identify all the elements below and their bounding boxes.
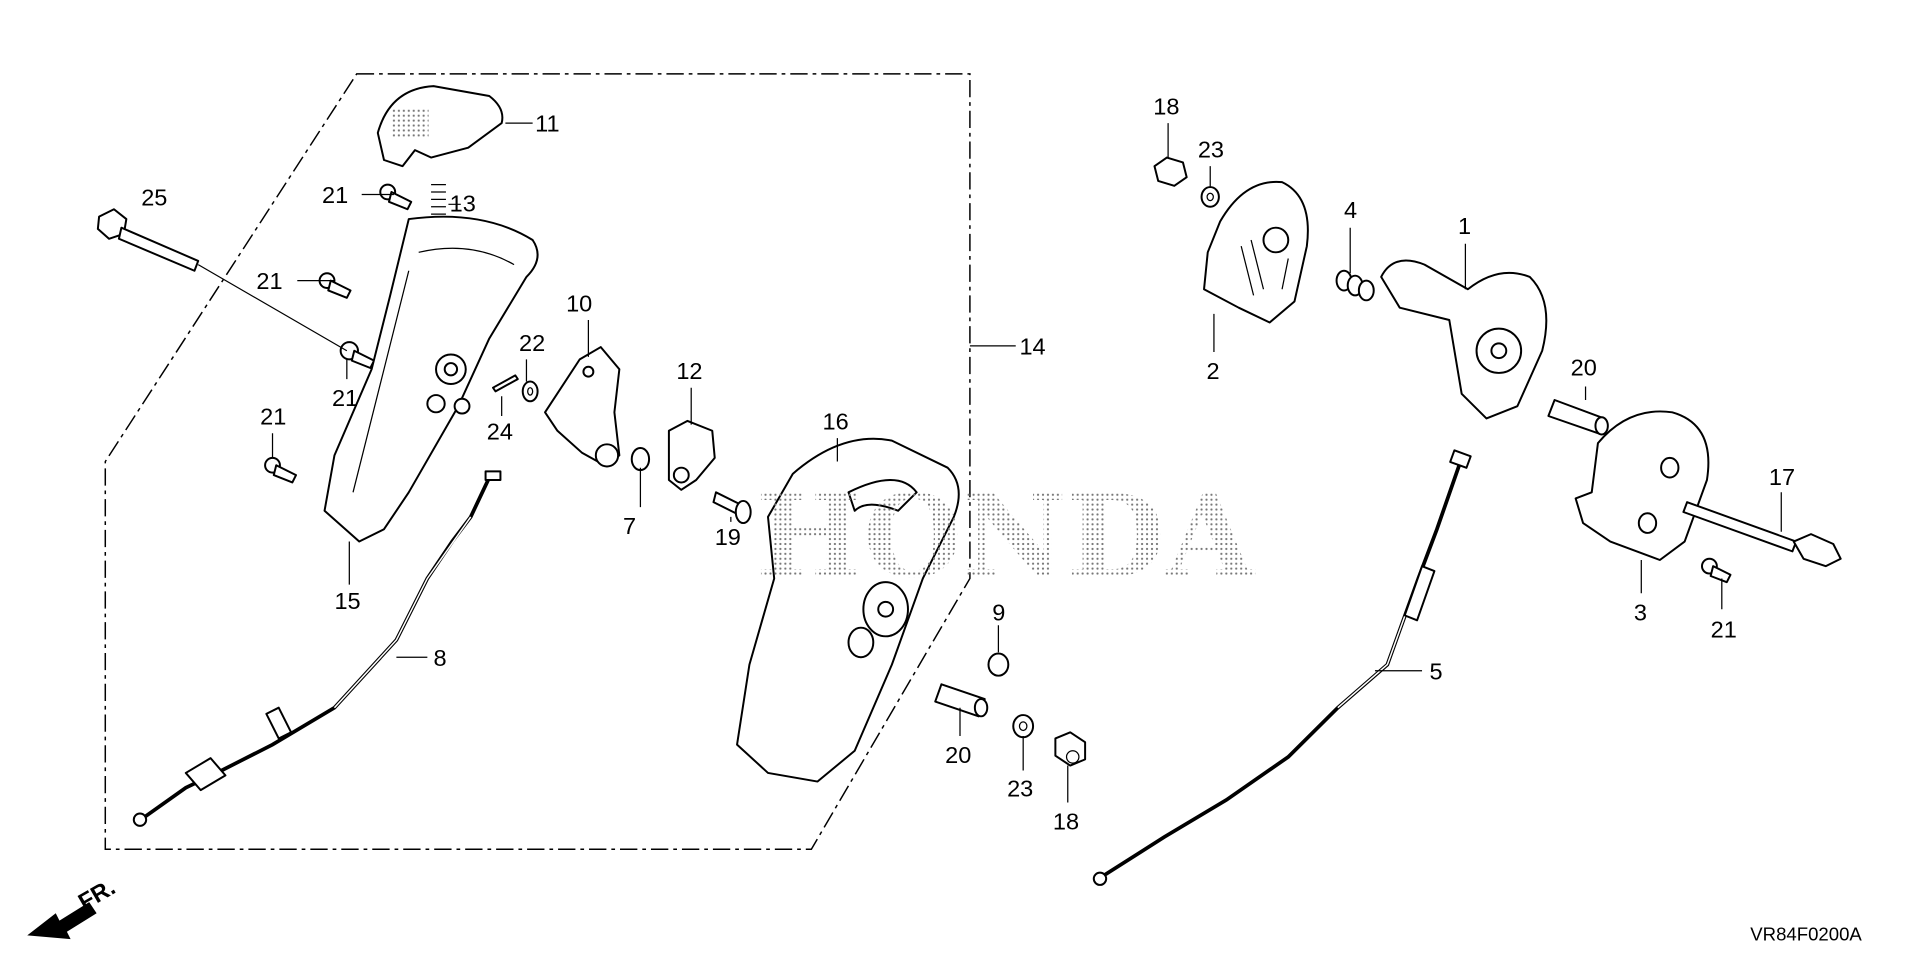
part-12-lever [667, 419, 716, 491]
callout-10: 10 [566, 290, 592, 316]
clip-9 [987, 652, 1010, 677]
callout-20: 20 [945, 742, 971, 768]
washer-23 [1012, 714, 1035, 739]
part-16-cover [736, 437, 960, 783]
callout-7: 7 [623, 513, 636, 539]
callout-23: 23 [1198, 137, 1224, 163]
callout-9: 9 [992, 599, 1005, 625]
nut-18 [1054, 731, 1087, 767]
callout-25: 25 [141, 185, 167, 211]
washer-22 [521, 380, 539, 403]
callout-21: 21 [1711, 617, 1737, 643]
callout-1: 1 [1458, 213, 1471, 239]
pin-20-right [1547, 399, 1609, 436]
callout-14: 14 [1019, 334, 1045, 360]
callout-23: 23 [1007, 775, 1033, 801]
part-1-knob [1380, 259, 1548, 420]
callout-15: 15 [334, 588, 360, 614]
callout-16: 16 [823, 409, 849, 435]
callout-21: 21 [260, 404, 286, 430]
nut-18-right [1153, 156, 1188, 187]
callout-18: 18 [1153, 94, 1179, 120]
callout-3: 3 [1634, 599, 1647, 625]
washer-23-right [1200, 186, 1220, 208]
callout-5: 5 [1429, 658, 1442, 684]
callout-13: 13 [450, 191, 476, 217]
front-arrow-icon [27, 902, 97, 940]
callout-21: 21 [332, 385, 358, 411]
callout-21: 21 [322, 182, 348, 208]
part-3-cover [1574, 410, 1710, 561]
callout-20: 20 [1571, 354, 1597, 380]
pin-20 [934, 683, 989, 718]
callout-11: 11 [535, 111, 559, 137]
part-11-cap [376, 85, 504, 168]
callout-labels: 11 21 13 25 21 21 21 22 10 24 12 14 7 19… [141, 94, 1795, 835]
part-2-plate [1203, 180, 1309, 324]
pin-19 [712, 491, 752, 525]
callout-12: 12 [676, 358, 702, 384]
screw-21 [264, 183, 1732, 584]
pin-24 [492, 374, 519, 393]
callout-24: 24 [487, 418, 513, 444]
cable-5 [1092, 449, 1472, 886]
spring-4 [1335, 269, 1375, 302]
callout-4: 4 [1344, 197, 1357, 223]
callout-17: 17 [1769, 464, 1795, 490]
part-10-lever-base [544, 346, 621, 468]
callout-19: 19 [715, 524, 741, 550]
cable-8 [132, 470, 502, 827]
spring-7 [630, 447, 651, 472]
part-13-spring [431, 184, 446, 215]
bolt-25 [96, 208, 200, 272]
callout-21: 21 [256, 268, 282, 294]
callout-8: 8 [434, 645, 447, 671]
leader-lines [197, 122, 1782, 803]
diagram-code: VR84F0200A [1750, 923, 1862, 944]
bolt-17 [1682, 501, 1842, 568]
callout-18: 18 [1053, 809, 1079, 835]
callout-22: 22 [519, 330, 545, 356]
assembly-boundary [104, 73, 971, 850]
part-15-housing [323, 215, 539, 543]
honda-watermark: HONDA [756, 469, 1256, 603]
callout-2: 2 [1207, 358, 1220, 384]
